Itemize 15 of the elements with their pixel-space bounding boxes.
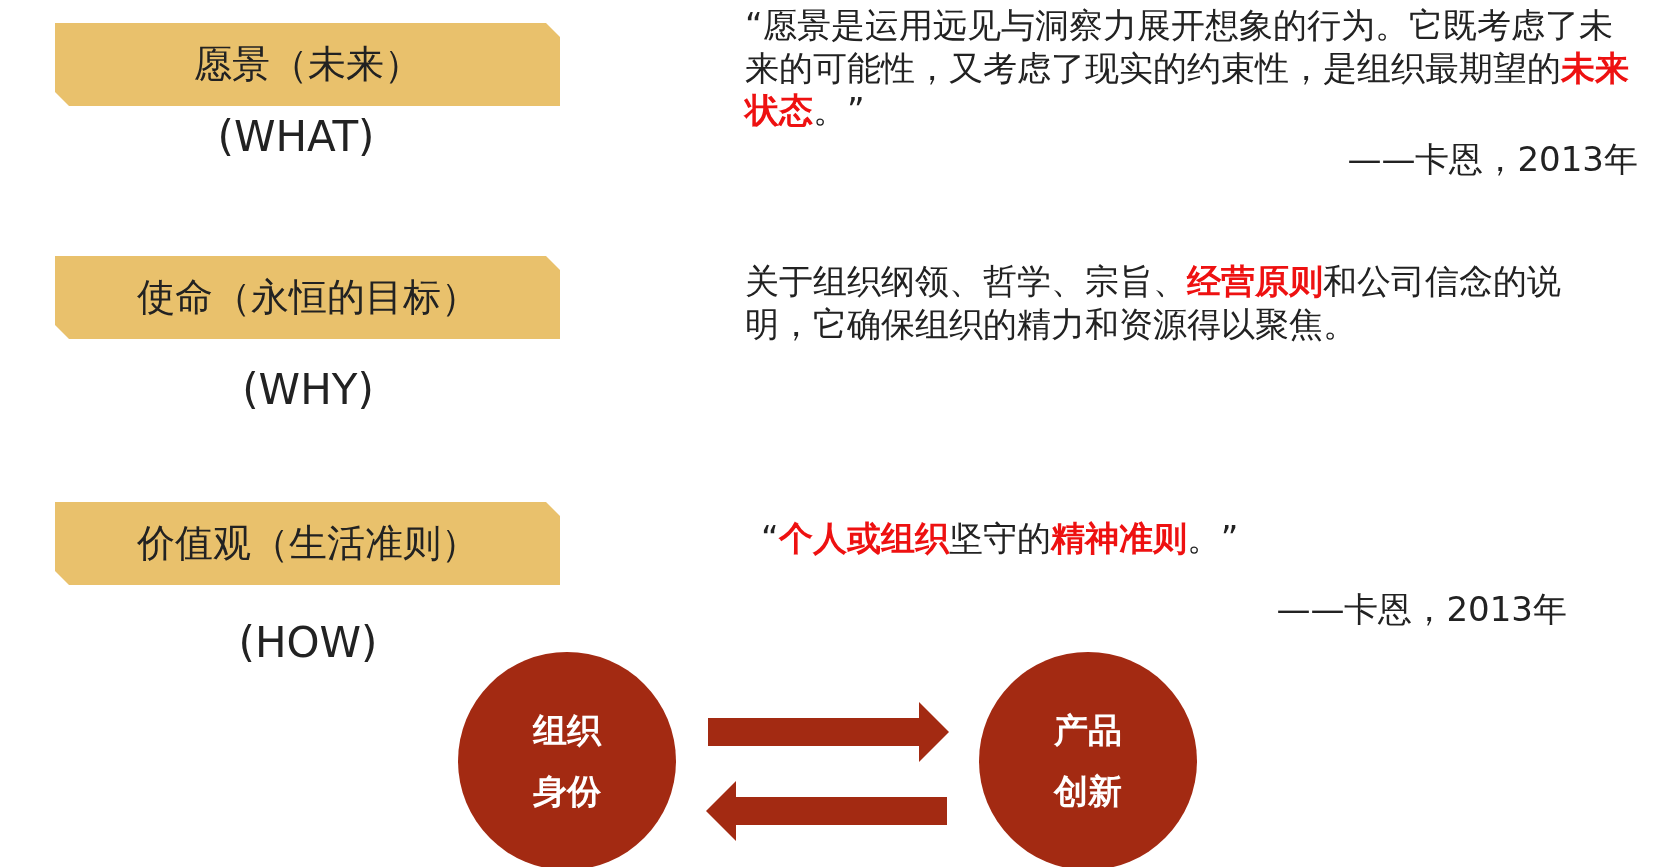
- node-text: 愿景（未来）: [193, 41, 422, 88]
- quote-text: “愿景是运用远见与洞察力展开想象的行为。它既考虑了未来的可能性，又考虑了现实的约束性，是组织最期望的未来状态。”: [745, 4, 1630, 132]
- beside-text: (WHAT): [217, 112, 375, 161]
- beside-text: (HOW): [238, 618, 378, 667]
- node-text: 使命（永恒的目标）: [136, 274, 479, 321]
- attribution-text: ——卡恩，2013年: [1275, 588, 1567, 631]
- block-arrow: [708, 702, 949, 762]
- quote-text: “个人或组织坚守的精神准则。”: [761, 517, 1240, 560]
- node-text: 组织身份: [531, 708, 603, 813]
- node-text: 价值观（生活准则）: [136, 520, 479, 567]
- block-arrow: [706, 781, 947, 841]
- attribution-text: ——卡恩，2013年: [1346, 138, 1638, 181]
- quote-text: 关于组织纲领、哲学、宗旨、经营原则和公司信念的说明，它确保组织的精力和资源得以聚焦。: [745, 260, 1562, 345]
- beside-text: (WHY): [242, 365, 374, 414]
- node-text: 产品创新: [1052, 708, 1123, 813]
